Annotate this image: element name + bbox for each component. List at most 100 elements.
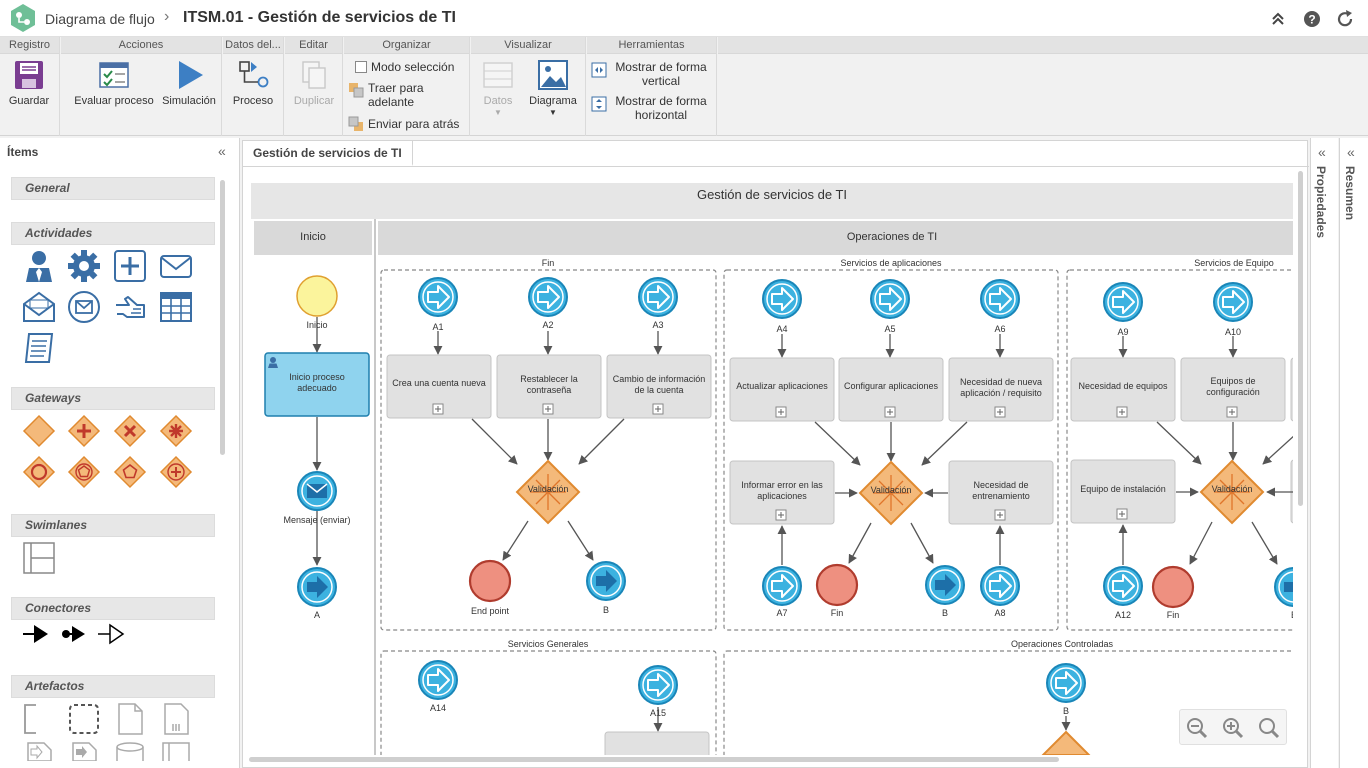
message-circle-icon[interactable] <box>67 290 101 324</box>
link-event-b[interactable] <box>925 565 965 605</box>
task-restablecer-contrasena[interactable] <box>496 354 602 419</box>
event-a8[interactable] <box>980 566 1020 606</box>
event-a6[interactable] <box>980 279 1020 319</box>
properties-panel-label[interactable]: Propiedades <box>1314 166 1328 239</box>
group-dashed-icon[interactable] <box>67 702 101 736</box>
save-button[interactable]: Guardar <box>3 59 55 108</box>
group-operaciones-controladas[interactable] <box>723 650 1293 755</box>
help-icon[interactable]: ? <box>1302 9 1322 29</box>
exclusive-x-gateway-icon[interactable] <box>113 414 147 448</box>
section-conectores[interactable]: Conectores <box>11 597 215 620</box>
zoom-out-icon[interactable] <box>1186 717 1208 739</box>
expand-summary-icon[interactable]: « <box>1347 144 1355 160</box>
group-servicios-aplicaciones[interactable] <box>723 269 1059 631</box>
flow-arrow[interactable] <box>848 522 872 564</box>
expand-marker-icon[interactable] <box>994 509 1006 521</box>
section-artefactos[interactable]: Artefactos <box>11 675 215 698</box>
event-a9[interactable] <box>1103 282 1143 322</box>
event-a2[interactable] <box>528 277 568 317</box>
exclusive-event-gateway-icon[interactable] <box>113 455 147 489</box>
swimlane-pool-icon[interactable] <box>22 541 56 575</box>
diagram-dropdown-button[interactable]: Diagrama ▼ <box>525 59 581 118</box>
gateway-cropped[interactable] <box>1041 730 1091 755</box>
flow-arrow[interactable] <box>471 418 518 465</box>
send-task-envelope-icon[interactable] <box>159 249 193 283</box>
summary-panel-collapsed[interactable]: « Resumen <box>1339 138 1368 768</box>
flow-arrow[interactable] <box>578 418 625 465</box>
task-actualizar-aplicaciones[interactable] <box>729 357 835 422</box>
receive-task-open-envelope-icon[interactable] <box>22 290 56 324</box>
task-cambio-informacion[interactable] <box>606 354 712 419</box>
exclusive-gateway-icon[interactable] <box>22 414 56 448</box>
user-task-icon[interactable] <box>22 249 56 283</box>
zoom-in-icon[interactable] <box>1222 717 1244 739</box>
table-grid-icon[interactable] <box>159 290 193 324</box>
task-necesidad-entrenamiento[interactable] <box>948 460 1054 525</box>
flow-arrow[interactable] <box>910 522 934 564</box>
task-crea-cuenta[interactable] <box>386 354 492 419</box>
expand-marker-icon[interactable] <box>1116 508 1128 520</box>
task-equipo-instalacion[interactable] <box>1070 459 1176 524</box>
group-servicios-equipo[interactable] <box>1066 269 1293 631</box>
task-cropped[interactable] <box>604 731 710 755</box>
section-gateways[interactable]: Gateways <box>11 387 215 410</box>
data-dropdown-button[interactable]: Datos ▼ <box>477 59 519 118</box>
service-task-gear-icon[interactable] <box>67 249 101 283</box>
canvas-vertical-scrollbar[interactable] <box>1298 171 1303 506</box>
group-servicios-generales[interactable] <box>380 650 717 755</box>
selection-mode-toggle[interactable]: Modo selección <box>355 60 454 74</box>
section-actividades[interactable]: Actividades <box>11 222 215 245</box>
expand-marker-icon[interactable] <box>1116 406 1128 418</box>
lane-artifact-icon[interactable] <box>159 741 193 761</box>
inclusive-gateway-icon[interactable] <box>22 455 56 489</box>
lane-header-operaciones[interactable] <box>378 221 1293 255</box>
items-scrollbar[interactable] <box>220 180 225 455</box>
link-event-b[interactable] <box>586 561 626 601</box>
expand-marker-icon[interactable] <box>542 403 554 415</box>
end-event-fin[interactable] <box>815 563 859 607</box>
zoom-fit-icon[interactable] <box>1258 717 1280 739</box>
event-a7[interactable] <box>762 566 802 606</box>
task-informar-error[interactable] <box>729 460 835 525</box>
duplicate-button[interactable]: Duplicar <box>288 59 340 108</box>
task-inicio-proceso-adecuado[interactable] <box>264 352 370 417</box>
expand-marker-icon[interactable] <box>994 406 1006 418</box>
annotation-bracket-icon[interactable] <box>22 702 56 736</box>
evaluate-process-button[interactable]: Evaluar proceso <box>66 59 162 108</box>
sequence-flow-arrow-icon[interactable] <box>22 620 50 648</box>
flow-arrow[interactable] <box>1156 421 1202 465</box>
expand-marker-icon[interactable] <box>1226 406 1238 418</box>
data-output-icon[interactable] <box>67 741 101 761</box>
event-b[interactable] <box>1046 663 1086 703</box>
flow-arrow[interactable] <box>921 421 968 466</box>
parallel-event-gateway-icon[interactable] <box>159 455 193 489</box>
data-object-icon[interactable] <box>113 702 147 736</box>
task-equipos-configuracion[interactable] <box>1180 357 1286 422</box>
summary-panel-label[interactable]: Resumen <box>1343 166 1357 221</box>
lane-header-inicio[interactable] <box>254 221 372 255</box>
flow-arrow[interactable] <box>814 421 861 466</box>
section-swimlanes[interactable]: Swimlanes <box>11 514 215 537</box>
complex-gateway-icon[interactable] <box>159 414 193 448</box>
event-a1[interactable] <box>418 277 458 317</box>
expand-properties-icon[interactable]: « <box>1318 144 1326 160</box>
script-scroll-icon[interactable] <box>22 331 56 365</box>
refresh-icon[interactable] <box>1335 9 1355 29</box>
task-cropped[interactable] <box>1290 357 1293 422</box>
task-necesidad-nueva-aplicacion[interactable] <box>948 357 1054 422</box>
process-button[interactable]: Proceso <box>227 59 279 108</box>
flow-arrow[interactable] <box>1189 521 1213 565</box>
association-arrow-icon[interactable] <box>97 620 125 648</box>
event-a14[interactable] <box>418 660 458 700</box>
parallel-gateway-icon[interactable] <box>67 414 101 448</box>
event-based-gateway-icon[interactable] <box>67 455 101 489</box>
expand-marker-icon[interactable] <box>652 403 664 415</box>
task-necesidad-equipos[interactable] <box>1070 357 1176 422</box>
section-general[interactable]: General <box>11 177 215 200</box>
start-event[interactable] <box>296 275 338 317</box>
expand-marker-icon[interactable] <box>432 403 444 415</box>
tab-diagram[interactable]: Gestión de servicios de TI <box>243 141 413 166</box>
message-flow-arrow-icon[interactable] <box>60 620 88 648</box>
